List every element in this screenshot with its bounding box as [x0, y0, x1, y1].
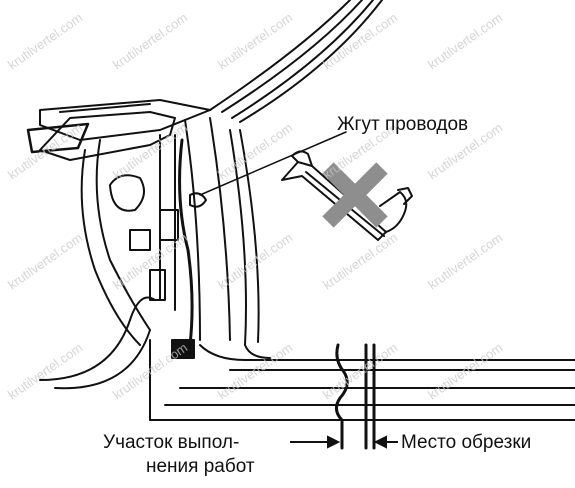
lower-body-front	[39, 296, 156, 381]
oval-cutout-2	[159, 209, 179, 241]
pillar-inner-curve-2	[231, 0, 374, 119]
pillar-inner-curve-3	[239, 0, 383, 123]
harness-connector	[171, 339, 195, 359]
cut-location-label: Место обрезки	[401, 432, 532, 453]
oval-cutout-1	[109, 174, 145, 212]
small-slot	[189, 192, 207, 208]
work-area-label-line1: Участок выпол-	[103, 432, 240, 453]
harness-leader-line	[199, 131, 347, 196]
roof-rail	[39, 99, 211, 141]
sill-top	[199, 344, 575, 361]
cutting-torch-icon	[281, 150, 413, 241]
b-pillar-front	[184, 119, 201, 341]
wire-harness-label: Жгут проводов	[337, 114, 469, 135]
prohibited-cross-icon	[322, 162, 388, 228]
upper-cutout	[26, 122, 90, 154]
pillar-inner-curve-1	[221, 0, 363, 113]
b-pillar-back	[209, 117, 231, 341]
pillar-outer-curve	[209, 0, 351, 111]
work-area-wavy-line	[335, 343, 349, 450]
harness-route	[178, 138, 194, 347]
work-area-label-line2: нения работ	[146, 456, 255, 477]
